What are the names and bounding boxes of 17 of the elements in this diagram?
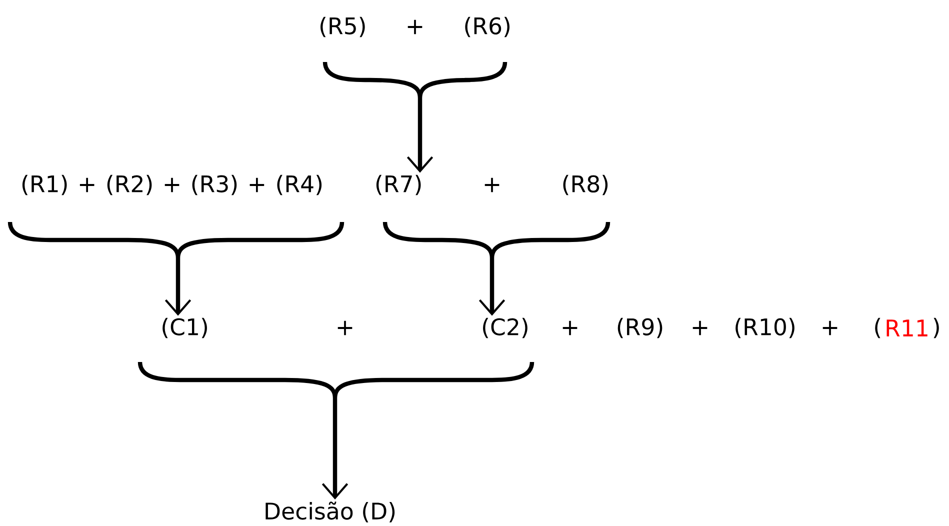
brace-arrow bbox=[138, 360, 534, 500]
expression-text: (R7) + (R8) bbox=[376, 174, 608, 196]
term-label: + bbox=[562, 320, 578, 336]
term-label: (R9) bbox=[618, 318, 662, 338]
term-label: R11 bbox=[886, 320, 928, 336]
expression-text: (C1) + (C2) bbox=[162, 318, 528, 338]
bracket-sign: ) bbox=[934, 318, 939, 338]
term-label: (R10) bbox=[736, 318, 794, 338]
brace-arrow bbox=[8, 220, 344, 316]
expression-text: (R1) + (R2) + (R3) + (R4) bbox=[22, 174, 322, 196]
term-label: + bbox=[822, 320, 838, 336]
expression-text: (R5) + (R6) bbox=[320, 16, 510, 38]
brace-arrow bbox=[382, 220, 610, 316]
brace-arrow bbox=[322, 60, 508, 173]
term-label: + bbox=[692, 320, 708, 336]
expression-text: Decisão (D) bbox=[266, 502, 395, 522]
bracket-sign: ( bbox=[875, 318, 880, 338]
